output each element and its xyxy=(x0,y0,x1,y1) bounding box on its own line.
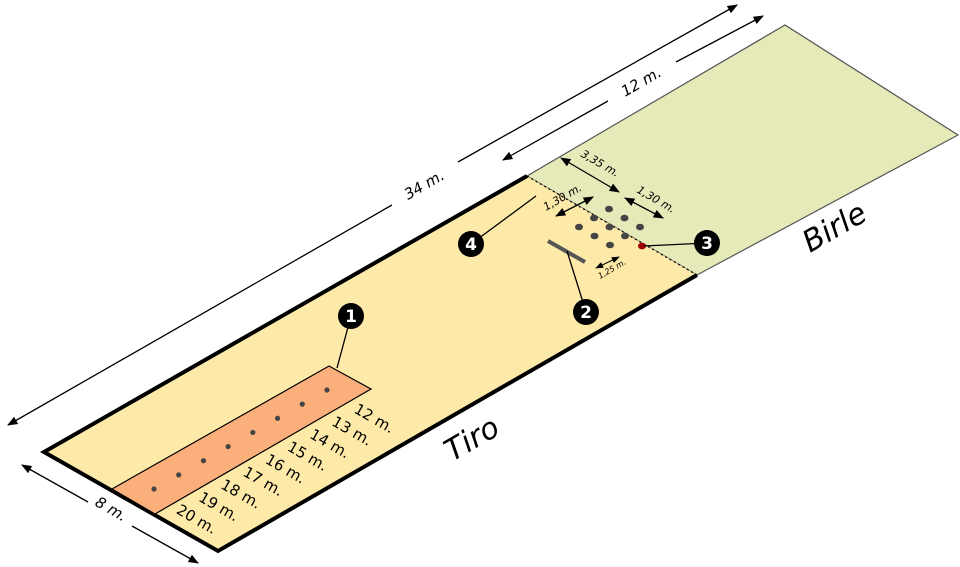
marked-pin xyxy=(638,242,646,250)
svg-text:4: 4 xyxy=(465,235,477,255)
throw-mark xyxy=(274,415,281,421)
callout-3: 3 xyxy=(694,230,720,256)
throw-mark xyxy=(324,387,330,393)
pin xyxy=(590,214,598,222)
throw-mark xyxy=(176,472,182,478)
throw-strip xyxy=(110,365,373,515)
total-length-label: 34 m. xyxy=(401,166,447,203)
pin xyxy=(620,214,629,222)
throw-mark xyxy=(250,429,256,436)
throw-mark xyxy=(225,443,231,450)
dimension-arrows xyxy=(7,4,764,564)
callout-2: 2 xyxy=(573,299,599,325)
pin xyxy=(575,223,583,231)
throw-mark xyxy=(299,401,305,407)
pin xyxy=(636,223,644,231)
svg-text:1: 1 xyxy=(345,307,357,327)
birle-length-label: 12 m. xyxy=(618,63,664,100)
field-border xyxy=(39,174,698,554)
pin xyxy=(605,205,613,213)
pin xyxy=(590,232,599,240)
pin xyxy=(621,232,629,240)
throw-marks xyxy=(151,387,330,492)
throw-mark xyxy=(151,486,157,492)
pin xyxy=(605,223,614,231)
svg-text:2: 2 xyxy=(580,303,592,323)
throw-mark xyxy=(200,458,207,464)
callout-4: 4 xyxy=(458,231,484,257)
callout-1: 1 xyxy=(338,303,364,329)
pin xyxy=(606,241,614,249)
svg-text:3: 3 xyxy=(701,234,713,254)
